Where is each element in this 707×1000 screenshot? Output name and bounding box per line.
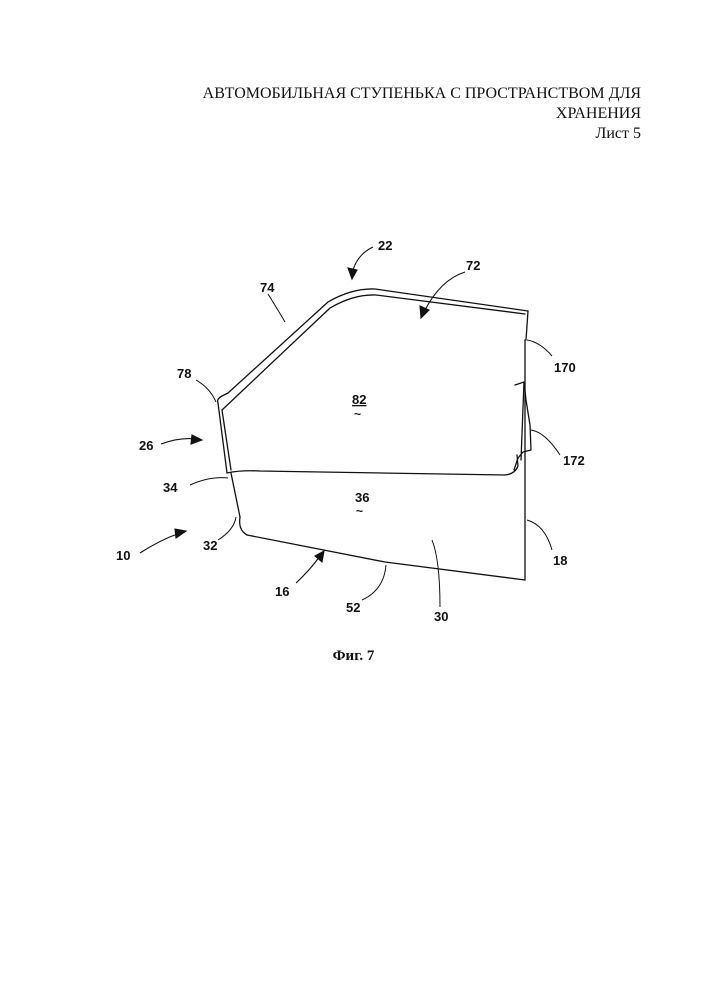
arrow-16 — [296, 556, 320, 583]
leader-78 — [196, 380, 216, 402]
lid-inner-edge — [222, 295, 525, 410]
arrowhead-72 — [420, 306, 429, 318]
label-170: 170 — [554, 360, 576, 375]
arrow-10 — [140, 533, 180, 553]
label-32: 32 — [203, 538, 217, 553]
leader-170 — [527, 340, 552, 356]
label-82: 82 — [352, 392, 366, 407]
leader-172 — [531, 430, 560, 455]
label-82-tilde: ~ — [354, 407, 361, 421]
label-26: 26 — [139, 438, 153, 453]
label-10: 10 — [116, 548, 130, 563]
label-30: 30 — [434, 609, 448, 624]
label-172: 172 — [563, 453, 585, 468]
leader-18 — [527, 520, 552, 550]
label-52: 52 — [346, 600, 360, 615]
label-72: 72 — [466, 258, 480, 273]
label-34: 34 — [163, 480, 178, 495]
body-bottom-edge — [247, 535, 525, 580]
lid-outer-edge — [218, 289, 528, 403]
body-bottom-left-corner — [240, 517, 247, 535]
leader-30 — [432, 540, 440, 607]
leader-32 — [218, 517, 236, 540]
label-36-tilde: ~ — [356, 504, 363, 518]
leader-52 — [362, 565, 386, 600]
label-18: 18 — [553, 553, 567, 568]
label-16: 16 — [275, 584, 289, 599]
figure-caption: Фиг. 7 — [0, 648, 707, 665]
label-22: 22 — [378, 238, 392, 253]
leader-74 — [268, 294, 285, 322]
lid-right-edge — [526, 311, 528, 340]
label-78: 78 — [177, 366, 191, 381]
body-left-edge — [231, 473, 240, 517]
arrowhead-10 — [175, 529, 186, 538]
label-74: 74 — [260, 280, 275, 295]
label-36: 36 — [355, 490, 369, 505]
body-seam — [227, 455, 518, 475]
leader-34 — [190, 478, 228, 485]
arrowhead-26 — [191, 435, 202, 444]
arrowhead-22 — [348, 268, 357, 279]
tab-172-inner — [521, 382, 524, 460]
